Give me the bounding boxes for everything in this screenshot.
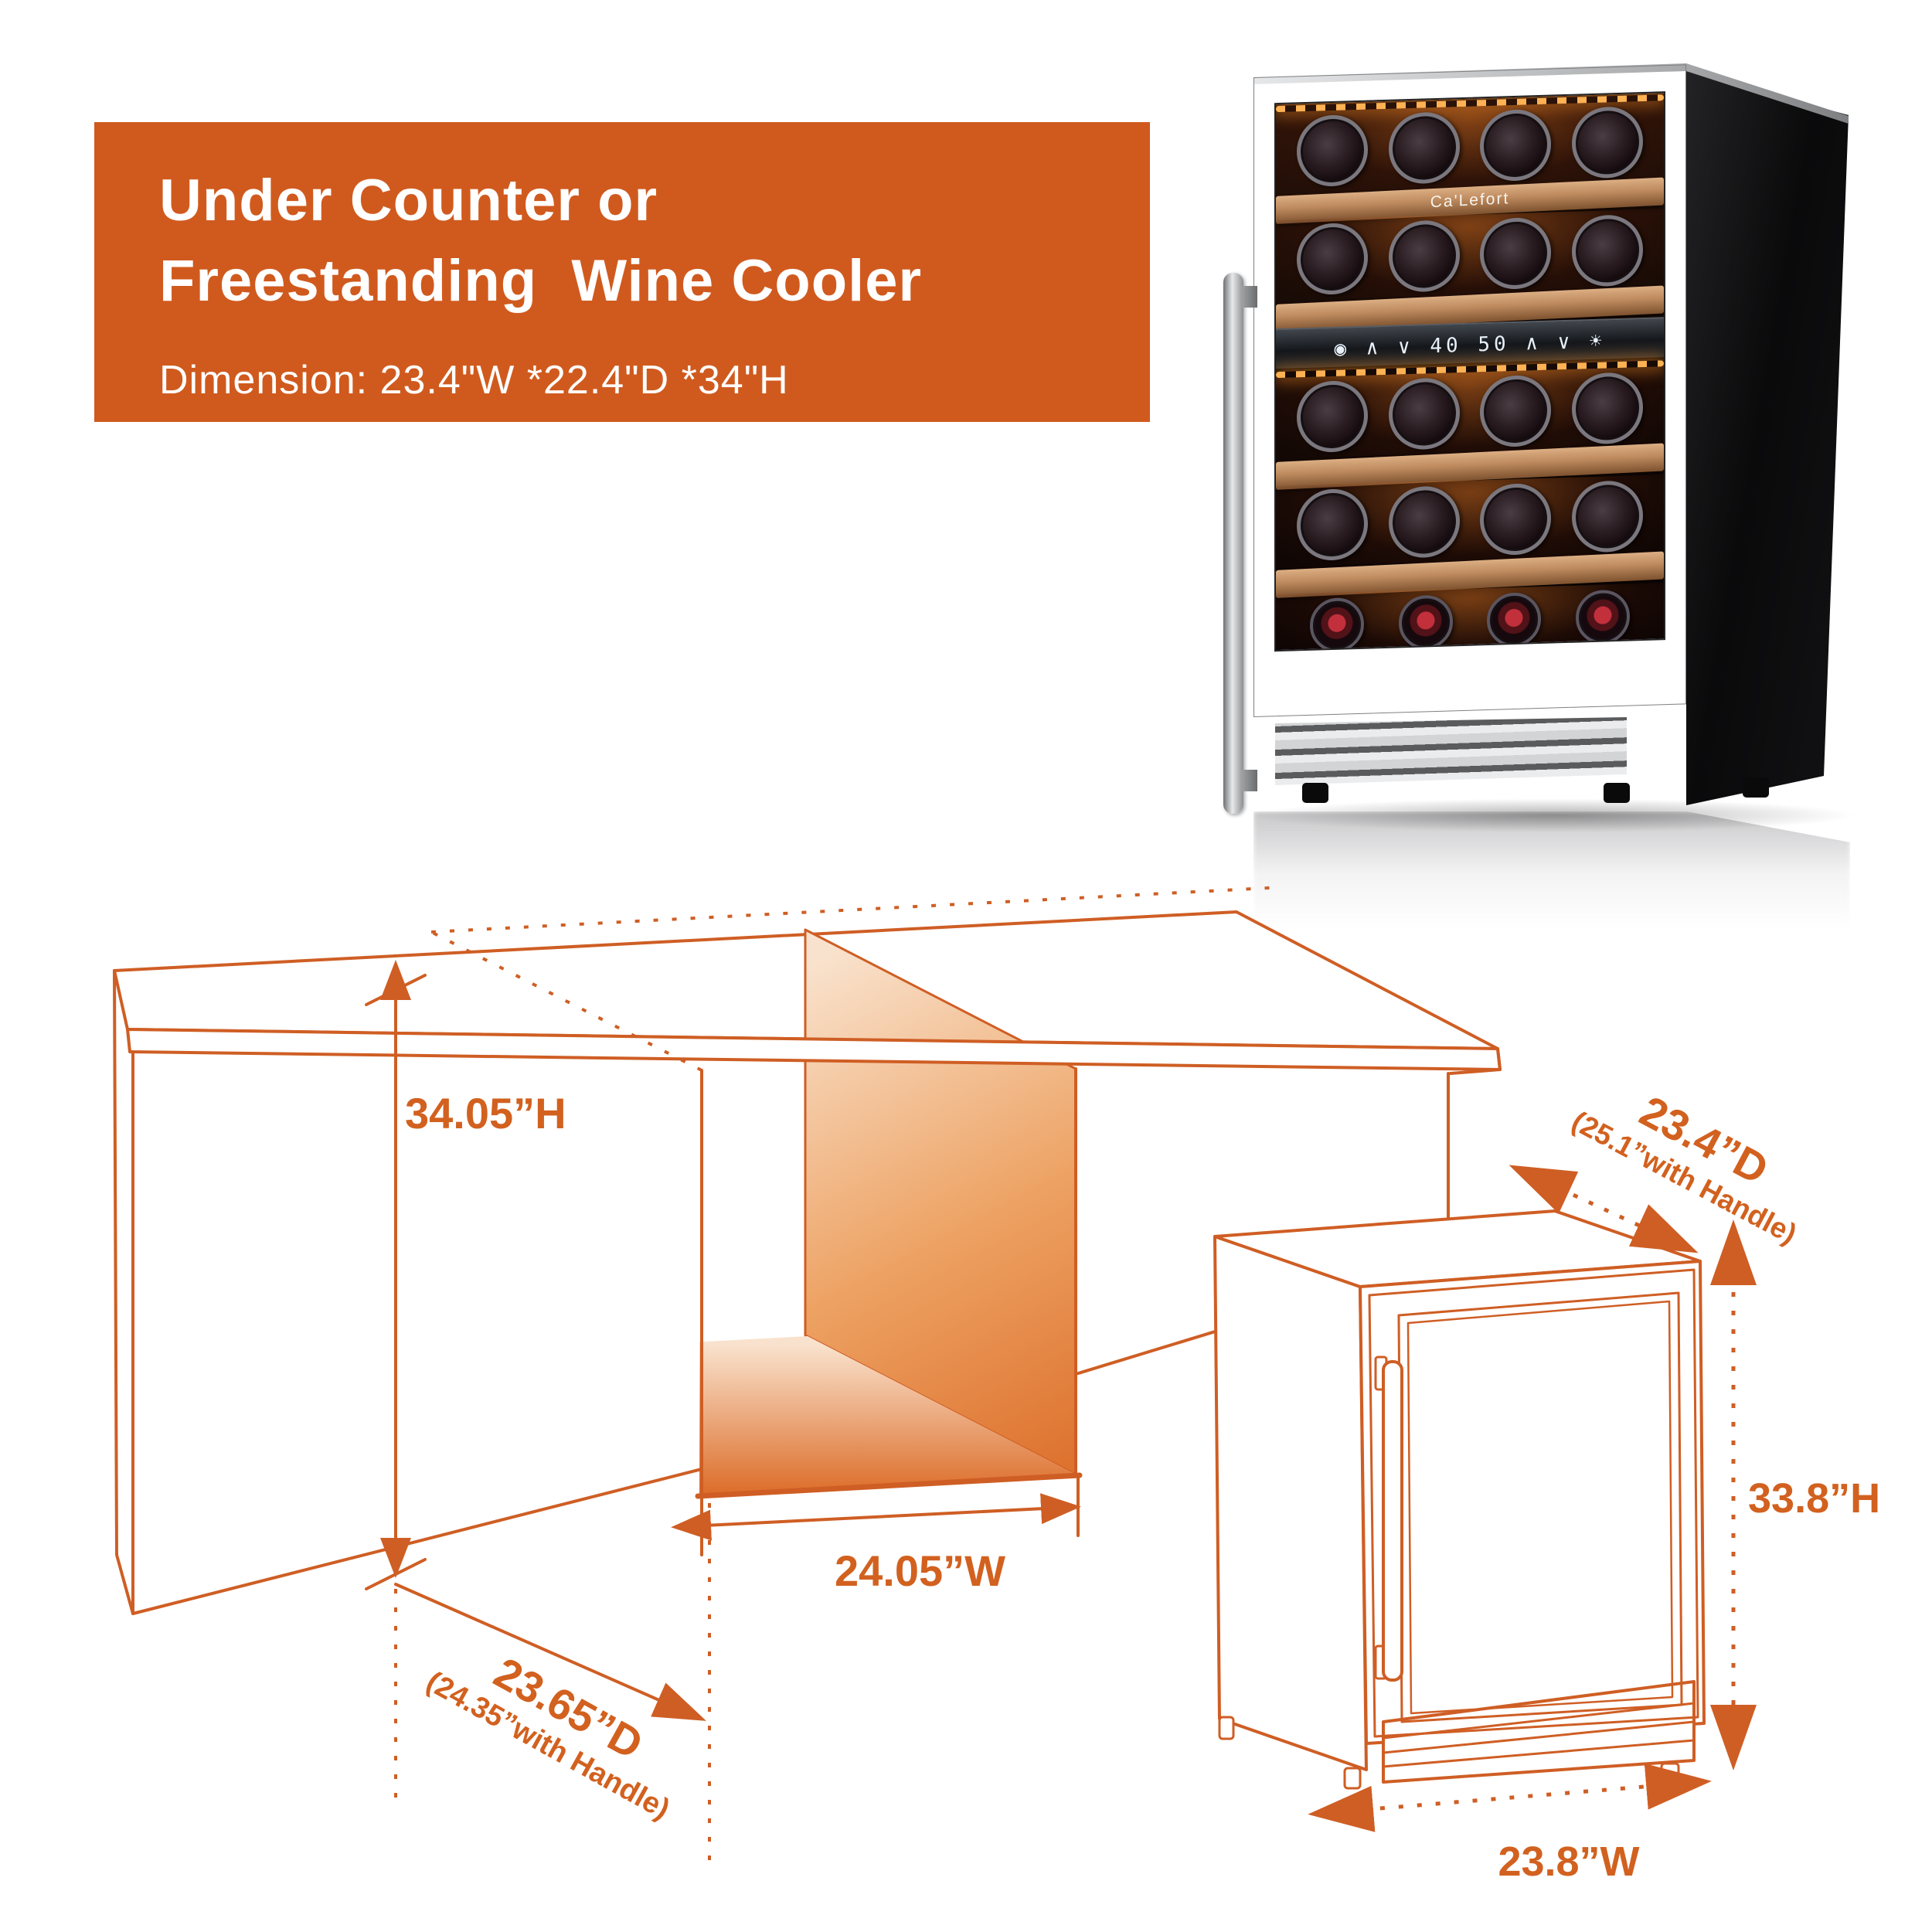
cooler-door: Ca'Lefort◉ ∧ ∨ 40 50 ∧ ∨ ☀ — [1253, 64, 1686, 718]
cooler-glass-content: Ca'Lefort◉ ∧ ∨ 40 50 ∧ ∨ ☀ — [1274, 91, 1665, 652]
photo-row-bottles — [1276, 366, 1664, 459]
floor-reflection — [1253, 811, 1850, 951]
cooler-dimension-arrows — [1308, 1165, 1757, 1832]
wine-bottle — [1388, 111, 1460, 185]
wine-bottle — [1310, 597, 1365, 652]
counter-dimension-arrows — [365, 960, 1081, 1721]
wine-bottle — [1487, 591, 1542, 648]
product-photo: Ca'Lefort◉ ∧ ∨ 40 50 ∧ ∨ ☀ — [1202, 45, 1897, 951]
cooler-height-label: 33.8”H — [1748, 1475, 1881, 1522]
wine-bottle — [1388, 219, 1460, 293]
wine-bottle — [1572, 106, 1644, 179]
handle-mount — [1242, 770, 1257, 791]
wine-bottle — [1296, 488, 1368, 562]
ventilation-grille — [1275, 717, 1627, 785]
title-banner: Under Counter or Freestanding Wine Coole… — [94, 122, 1150, 422]
cabinet-width-label: 24.05”W — [835, 1546, 1005, 1595]
wine-bottle — [1388, 485, 1460, 559]
handle-mount — [1242, 286, 1257, 308]
wine-bottle — [1572, 480, 1644, 553]
cabinet-height-label: 34.05”H — [405, 1089, 566, 1138]
cooler-foot — [1302, 783, 1328, 803]
cooler-width-label: 23.8”W — [1498, 1838, 1640, 1885]
wine-bottle — [1480, 108, 1552, 182]
wine-bottle — [1575, 589, 1630, 645]
wine-bottle — [1296, 114, 1368, 188]
niche-floor — [699, 1336, 1078, 1495]
cooler-foot — [1604, 783, 1630, 803]
photo-row-bottles — [1276, 100, 1664, 193]
wine-bottle — [1296, 222, 1368, 296]
cooler-foot — [1743, 777, 1769, 798]
wine-bottle — [1398, 594, 1453, 651]
wine-bottle — [1480, 482, 1552, 556]
photo-row-bottles — [1276, 583, 1664, 652]
banner-dimension-text: Dimension: 23.4"W *22.4"D *34"H — [159, 358, 789, 403]
wine-bottle — [1480, 374, 1552, 448]
cooler-side-panel — [1686, 71, 1849, 805]
cooler-drawing — [1213, 1209, 1706, 1790]
wine-bottle — [1572, 372, 1644, 445]
wine-bottle — [1296, 379, 1368, 454]
floor-shadow — [1248, 798, 1859, 832]
banner-heading-line1: Under Counter or — [159, 168, 658, 233]
photo-row-bottles — [1276, 209, 1664, 301]
photo-row-bottles — [1276, 474, 1664, 567]
wine-bottle — [1572, 214, 1644, 287]
counter-drawing — [113, 886, 1502, 1873]
door-handle — [1223, 273, 1243, 814]
wine-bottle — [1388, 377, 1460, 451]
banner-heading-line2: Freestanding Wine Cooler — [159, 248, 923, 314]
wine-bottle — [1480, 216, 1552, 291]
